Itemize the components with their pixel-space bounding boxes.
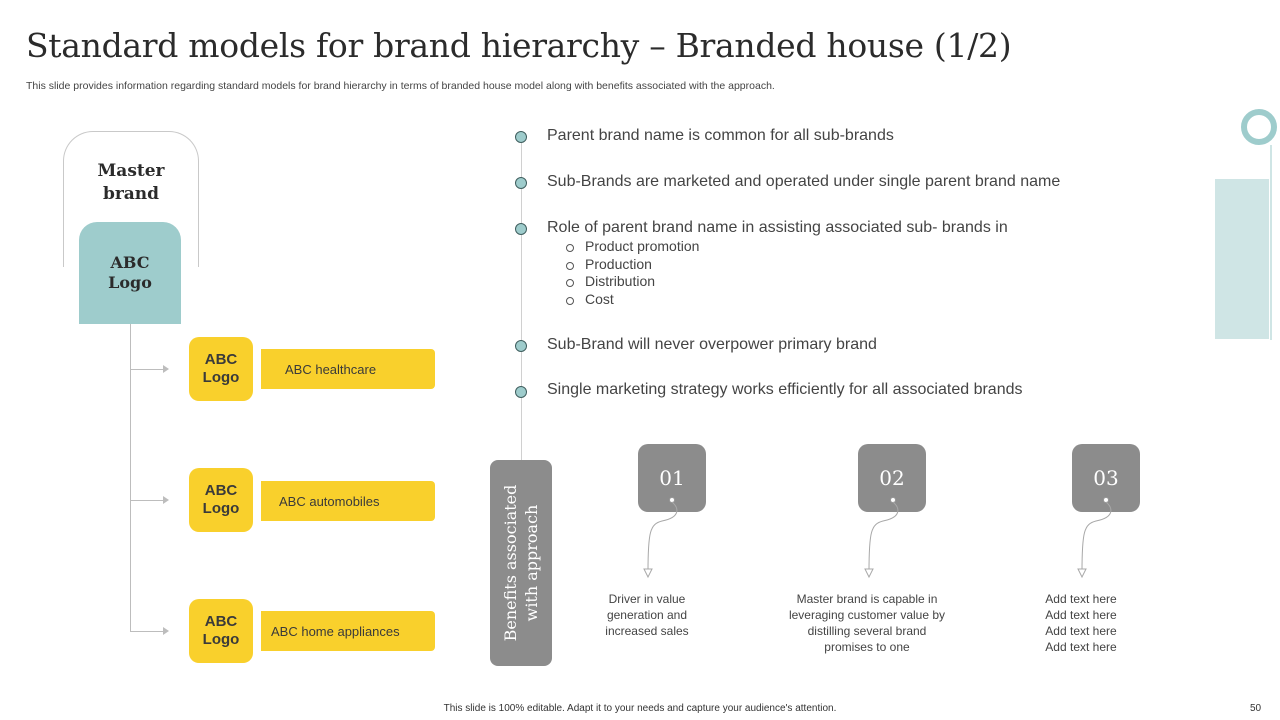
sub-list-item: Production: [566, 256, 699, 274]
slide-subtitle: This slide provides information regardin…: [26, 80, 775, 92]
curved-arrow-icon: [1077, 497, 1112, 579]
sub-brand-name: ABC home appliances: [261, 611, 435, 651]
decorative-ring: [1241, 109, 1277, 145]
benefits-label: Benefits associated with approach: [501, 484, 541, 642]
bullet-point: Role of parent brand name in assisting a…: [547, 219, 1008, 236]
benefit-description: Master brand is capable in leveraging cu…: [788, 592, 946, 654]
bullet-point: Sub-Brands are marketed and operated und…: [547, 173, 1061, 190]
arrow-right-icon: [163, 496, 169, 504]
sub-brand-logo: ABC Logo: [189, 468, 253, 532]
benefit-description: Add text here Add text here Add text her…: [1045, 592, 1117, 654]
bullet-timeline-line: [521, 138, 522, 460]
sub-brand-name: ABC automobiles: [261, 481, 435, 521]
sub-list-item: Cost: [566, 291, 699, 309]
bullet-dot-icon: [515, 386, 527, 398]
bullet-sub-list: Product promotion Production Distributio…: [566, 238, 699, 309]
hierarchy-branch-line: [131, 500, 165, 501]
bullet-dot-icon: [515, 131, 527, 143]
benefits-panel: [490, 460, 552, 666]
hierarchy-branch-line: [131, 631, 165, 632]
sub-brand-logo: ABC Logo: [189, 599, 253, 663]
benefit-number-badge: 02: [858, 444, 926, 512]
hierarchy-trunk-line: [130, 324, 131, 632]
curved-arrow-icon: [643, 497, 678, 579]
arrow-right-icon: [163, 365, 169, 373]
sub-list-item: Product promotion: [566, 238, 699, 256]
sub-brand-logo: ABC Logo: [189, 337, 253, 401]
master-brand-label: Master brand: [97, 161, 165, 204]
bullet-point: Sub-Brand will never overpower primary b…: [547, 336, 877, 353]
bullet-dot-icon: [515, 223, 527, 235]
sub-brand-name: ABC healthcare: [261, 349, 435, 389]
decorative-line: [1270, 145, 1272, 340]
arrow-right-icon: [163, 627, 169, 635]
master-brand-logo: ABC Logo: [79, 222, 181, 324]
decorative-bar: [1215, 179, 1269, 339]
curved-arrow-icon: [864, 497, 899, 579]
bullet-point: Single marketing strategy works efficien…: [547, 381, 1023, 398]
slide-footer: This slide is 100% editable. Adapt it to…: [443, 703, 837, 714]
bullet-dot-icon: [515, 177, 527, 189]
hierarchy-branch-line: [131, 369, 165, 370]
slide-title: Standard models for brand hierarchy – Br…: [26, 26, 1012, 65]
bullet-point: Parent brand name is common for all sub-…: [547, 127, 894, 144]
bullet-dot-icon: [515, 340, 527, 352]
benefit-description: Driver in value generation and increased…: [605, 592, 689, 638]
page-number: 50: [1250, 703, 1262, 714]
sub-list-item: Distribution: [566, 273, 699, 291]
